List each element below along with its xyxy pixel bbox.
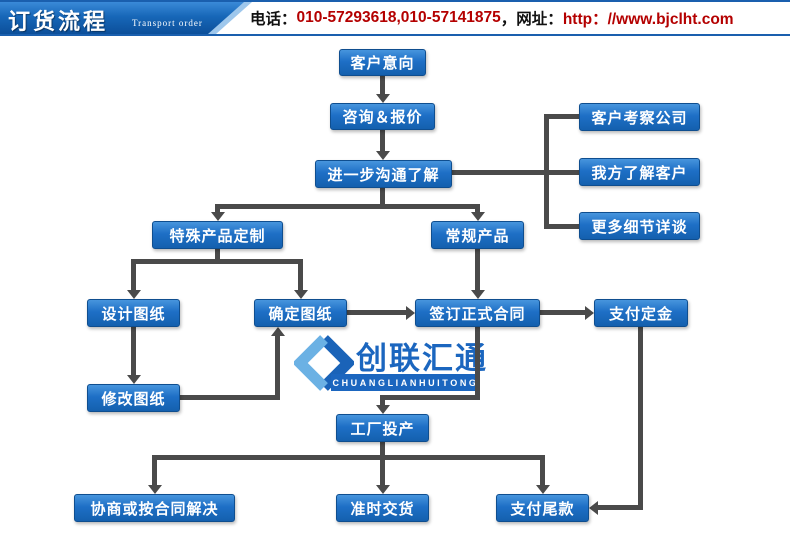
connector-segment — [180, 395, 280, 400]
node-customer-visit-company: 客户考察公司 — [579, 103, 700, 131]
connector-segment — [452, 170, 549, 175]
arrowhead-down — [470, 290, 485, 299]
connector-segment — [131, 259, 303, 264]
arrowhead-down — [470, 212, 485, 221]
connector-segment — [298, 259, 303, 291]
connector-segment — [152, 455, 545, 460]
connector-segment — [275, 336, 280, 398]
logo-romanized: CHUANGLIANHUITONG — [331, 374, 480, 391]
connector-segment — [598, 505, 643, 510]
connector-segment — [475, 327, 480, 398]
node-we-understand-customer: 我方了解客户 — [579, 158, 700, 186]
connector-segment — [380, 76, 385, 94]
connector-segment — [131, 259, 136, 291]
contact-info: 电话： 010-57293618,010-57141875 ，网址： http：… — [250, 2, 734, 34]
page-title: 订货流程 — [8, 9, 109, 34]
website-label: ，网址： — [500, 11, 563, 28]
phone-numbers: 010-57293618,010-57141875 — [296, 9, 501, 26]
node-design-drawing: 设计图纸 — [87, 299, 180, 327]
connector-segment — [380, 130, 385, 151]
arrowhead-down — [375, 405, 390, 414]
connector-segment — [380, 395, 385, 405]
node-more-details-discussion: 更多细节详谈 — [579, 212, 700, 240]
arrowhead-down — [375, 151, 390, 160]
connector-segment — [380, 442, 385, 455]
connector-segment — [152, 455, 157, 485]
node-further-communication: 进一步沟通了解 — [315, 160, 452, 188]
connector-segment — [380, 188, 385, 207]
arrowhead-down — [210, 212, 225, 221]
connector-segment — [131, 327, 136, 376]
connector-segment — [549, 224, 579, 229]
connector-segment — [638, 327, 643, 510]
logo-name: 创联汇通 — [356, 341, 488, 376]
node-consult-quote: 咨询＆报价 — [330, 103, 435, 130]
phone-label: 电话： — [250, 11, 297, 28]
connector-segment — [215, 204, 220, 213]
connector-segment — [347, 310, 406, 315]
node-pay-balance: 支付尾款 — [496, 494, 589, 522]
arrowhead-down — [147, 485, 162, 494]
connector-segment — [380, 395, 480, 400]
node-pay-deposit: 支付定金 — [594, 299, 688, 327]
header-banner: 订货流程 Transport order 电话： 010-57293618,01… — [0, 0, 790, 36]
node-confirm-drawing: 确定图纸 — [254, 299, 347, 327]
connector-segment — [475, 249, 480, 290]
connector-segment — [215, 204, 480, 209]
arrowhead-right — [406, 306, 415, 320]
arrowhead-down — [126, 290, 141, 299]
arrowhead-down — [375, 94, 390, 103]
connector-segment — [549, 114, 579, 119]
arrowhead-down — [293, 290, 308, 299]
node-on-time-delivery: 准时交货 — [336, 494, 429, 522]
node-special-product-custom: 特殊产品定制 — [152, 221, 283, 249]
header-blue-shape — [0, 2, 244, 34]
node-regular-product: 常规产品 — [431, 221, 524, 249]
node-factory-production: 工厂投产 — [336, 414, 429, 442]
node-customer-intent: 客户意向 — [339, 49, 426, 76]
website-url: http：//www.bjclht.com — [562, 11, 734, 28]
arrowhead-up — [270, 327, 285, 336]
arrowhead-down — [375, 485, 390, 494]
arrowhead-right — [585, 306, 594, 320]
connector-segment — [380, 455, 385, 485]
connector-segment — [215, 249, 220, 262]
node-negotiate-per-contract: 协商或按合同解决 — [74, 494, 235, 522]
arrowhead-down — [535, 485, 550, 494]
connector-segment — [540, 455, 545, 485]
connector-segment — [549, 170, 579, 175]
connector-segment — [475, 204, 480, 213]
node-modify-drawing: 修改图纸 — [87, 384, 180, 412]
connector-segment — [540, 310, 585, 315]
node-sign-formal-contract: 签订正式合同 — [415, 299, 540, 327]
page-subtitle: Transport order — [132, 18, 203, 28]
arrowhead-down — [126, 375, 141, 384]
arrowhead-left — [589, 501, 598, 515]
connector-segment — [544, 114, 549, 229]
